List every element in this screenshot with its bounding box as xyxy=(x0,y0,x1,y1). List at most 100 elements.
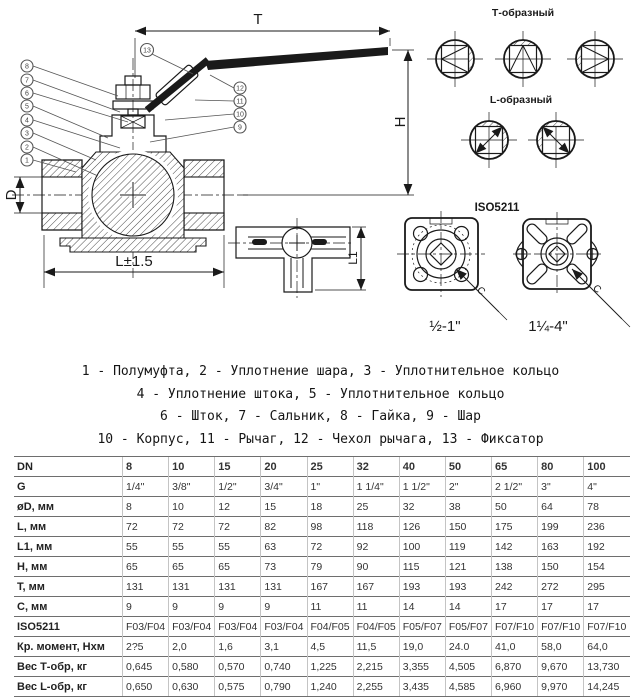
table-cell: 9 xyxy=(168,596,215,617)
table-cell: 3,355 xyxy=(398,656,446,677)
callout-number: 1 xyxy=(25,158,29,165)
table-cell: 25 xyxy=(352,496,400,517)
callouts-left: 8 7 6 5 4 3 2 1 xyxy=(20,59,129,177)
table-cell: F04/F05 xyxy=(306,616,354,637)
table-cell: 2,255 xyxy=(352,676,400,697)
table-cell: 11 xyxy=(306,596,354,617)
table-cell: 4" xyxy=(583,476,630,497)
dim-c-label: C xyxy=(590,283,603,296)
table-cell: F03/F04 xyxy=(260,616,307,637)
table-cell: 193 xyxy=(444,576,492,597)
table-cell: 11 xyxy=(352,596,400,617)
callout-number: 8 xyxy=(25,64,29,71)
row-label: ISO5211 xyxy=(14,616,123,637)
table-cell: 2,215 xyxy=(352,656,400,677)
valve-handle xyxy=(144,47,388,113)
table-cell: 72 xyxy=(214,516,261,537)
table-cell: 15 xyxy=(214,456,261,477)
table-cell: 65 xyxy=(121,556,169,577)
table-cell: 13,730 xyxy=(583,656,630,677)
table-cell: 20 xyxy=(260,456,307,477)
table-cell: 50 xyxy=(490,496,538,517)
table-cell: 242 xyxy=(490,576,538,597)
dim-l-label: L±1.5 xyxy=(115,253,152,270)
table-cell: 58,0 xyxy=(537,636,584,657)
table-cell: 150 xyxy=(444,516,492,537)
iso5211-label: ISO5211 xyxy=(475,202,520,214)
legend-line: 4 - Уплотнение штока, 5 - Уплотнительное… xyxy=(136,386,505,402)
table-cell: 1,6 xyxy=(214,636,261,657)
l-pattern-port-2 xyxy=(528,112,584,168)
legend-line: 6 - Шток, 7 - Сальник, 8 - Гайка, 9 - Ша… xyxy=(160,409,481,424)
table-cell: 142 xyxy=(490,536,538,557)
table-cell: 3,435 xyxy=(398,676,446,697)
callout-number: 6 xyxy=(25,91,29,98)
table-cell: 10 xyxy=(168,496,215,517)
table-cell: 131 xyxy=(260,576,307,597)
table-cell: 14 xyxy=(398,596,446,617)
table-cell: 8 xyxy=(121,496,169,517)
table-cell: 78 xyxy=(583,496,630,517)
table-cell: 0,570 xyxy=(214,656,261,677)
table-cell: 193 xyxy=(398,576,446,597)
callout-number: 5 xyxy=(25,104,29,111)
table-cell: 9 xyxy=(260,596,307,617)
dim-h-label: H xyxy=(392,117,409,128)
table-cell: F07/F10 xyxy=(537,616,584,637)
table-cell: 0,740 xyxy=(260,656,307,677)
table-cell: 72 xyxy=(168,516,215,537)
dim-d-label: D xyxy=(3,189,20,200)
table-cell: F07/F10 xyxy=(490,616,538,637)
table-cell: F05/F07 xyxy=(444,616,492,637)
table-cell: 4,505 xyxy=(444,656,492,677)
table-cell: 2?5 xyxy=(121,636,169,657)
table-cell: 64 xyxy=(537,496,584,517)
table-cell: 17 xyxy=(490,596,538,617)
table-cell: 167 xyxy=(306,576,354,597)
table-cell: 0,650 xyxy=(121,676,169,697)
table-cell: 41,0 xyxy=(490,636,538,657)
row-label: L, мм xyxy=(14,516,123,537)
table-cell: 150 xyxy=(537,556,584,577)
table-cell: 14 xyxy=(444,596,492,617)
table-cell: 0,630 xyxy=(168,676,215,697)
dimension-H: H xyxy=(240,49,414,196)
table-cell: 79 xyxy=(306,556,354,577)
table-cell: 236 xyxy=(583,516,630,537)
table-cell: 9 xyxy=(214,596,261,617)
flange-small-range: ½-1" xyxy=(429,318,460,335)
table-cell: 9 xyxy=(121,596,169,617)
table-cell: 40 xyxy=(398,456,446,477)
dimension-D: D xyxy=(3,176,44,214)
table-cell: 18 xyxy=(306,496,354,517)
table-cell: 100 xyxy=(583,456,630,477)
table-cell: 118 xyxy=(352,516,400,537)
table-cell: 295 xyxy=(583,576,630,597)
callout-number: 9 xyxy=(238,125,242,132)
table-cell: 121 xyxy=(444,556,492,577)
table-cell: 131 xyxy=(168,576,215,597)
table-cell: 0,645 xyxy=(121,656,169,677)
table-cell: 65 xyxy=(490,456,538,477)
table-cell: 12 xyxy=(214,496,261,517)
table-cell: 138 xyxy=(490,556,538,577)
row-label: L1, мм xyxy=(14,536,123,557)
table-cell: 1,240 xyxy=(306,676,354,697)
callout-number: 3 xyxy=(25,131,29,138)
dimension-T: T xyxy=(134,11,391,78)
table-cell: 55 xyxy=(168,536,215,557)
row-label: G xyxy=(14,476,123,497)
table-cell: 154 xyxy=(583,556,630,577)
dimension-L1: L1 xyxy=(315,226,366,291)
table-cell: 63 xyxy=(260,536,307,557)
table-cell: 3,1 xyxy=(260,636,307,657)
table-cell: 199 xyxy=(537,516,584,537)
table-cell: 0,580 xyxy=(168,656,215,677)
t-pattern-port-2 xyxy=(495,31,551,87)
